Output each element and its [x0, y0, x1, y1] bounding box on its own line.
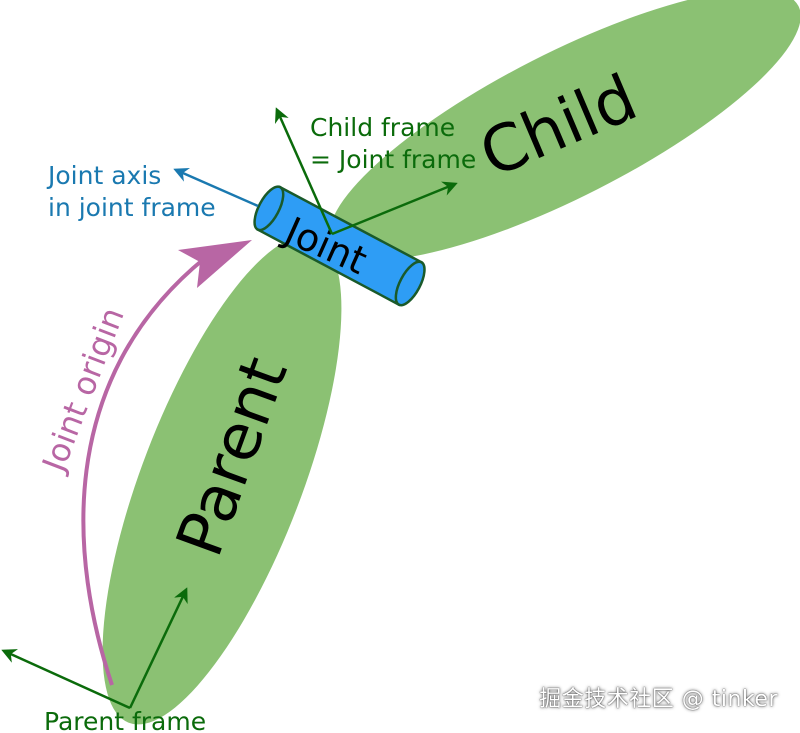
joint-origin-arrow [81, 240, 252, 686]
joint-axis-label-line1: Joint axis [46, 161, 161, 190]
joint-origin-label: Joint origin [34, 302, 132, 478]
child-frame-axes [275, 107, 458, 236]
watermark-text: 掘金技术社区 @ tinker [539, 687, 778, 712]
child-frame-label-line2: = Joint frame [310, 145, 476, 174]
joint-axis-arrow [173, 167, 259, 208]
joint-cylinder [253, 185, 426, 307]
joint-axis-label-line2: in joint frame [48, 193, 216, 222]
parent-frame-label: Parent frame [44, 707, 206, 733]
parent-link-shape [102, 235, 342, 725]
child-frame-label-line1: Child frame [310, 113, 455, 142]
parent-frame-axes [1, 587, 188, 710]
